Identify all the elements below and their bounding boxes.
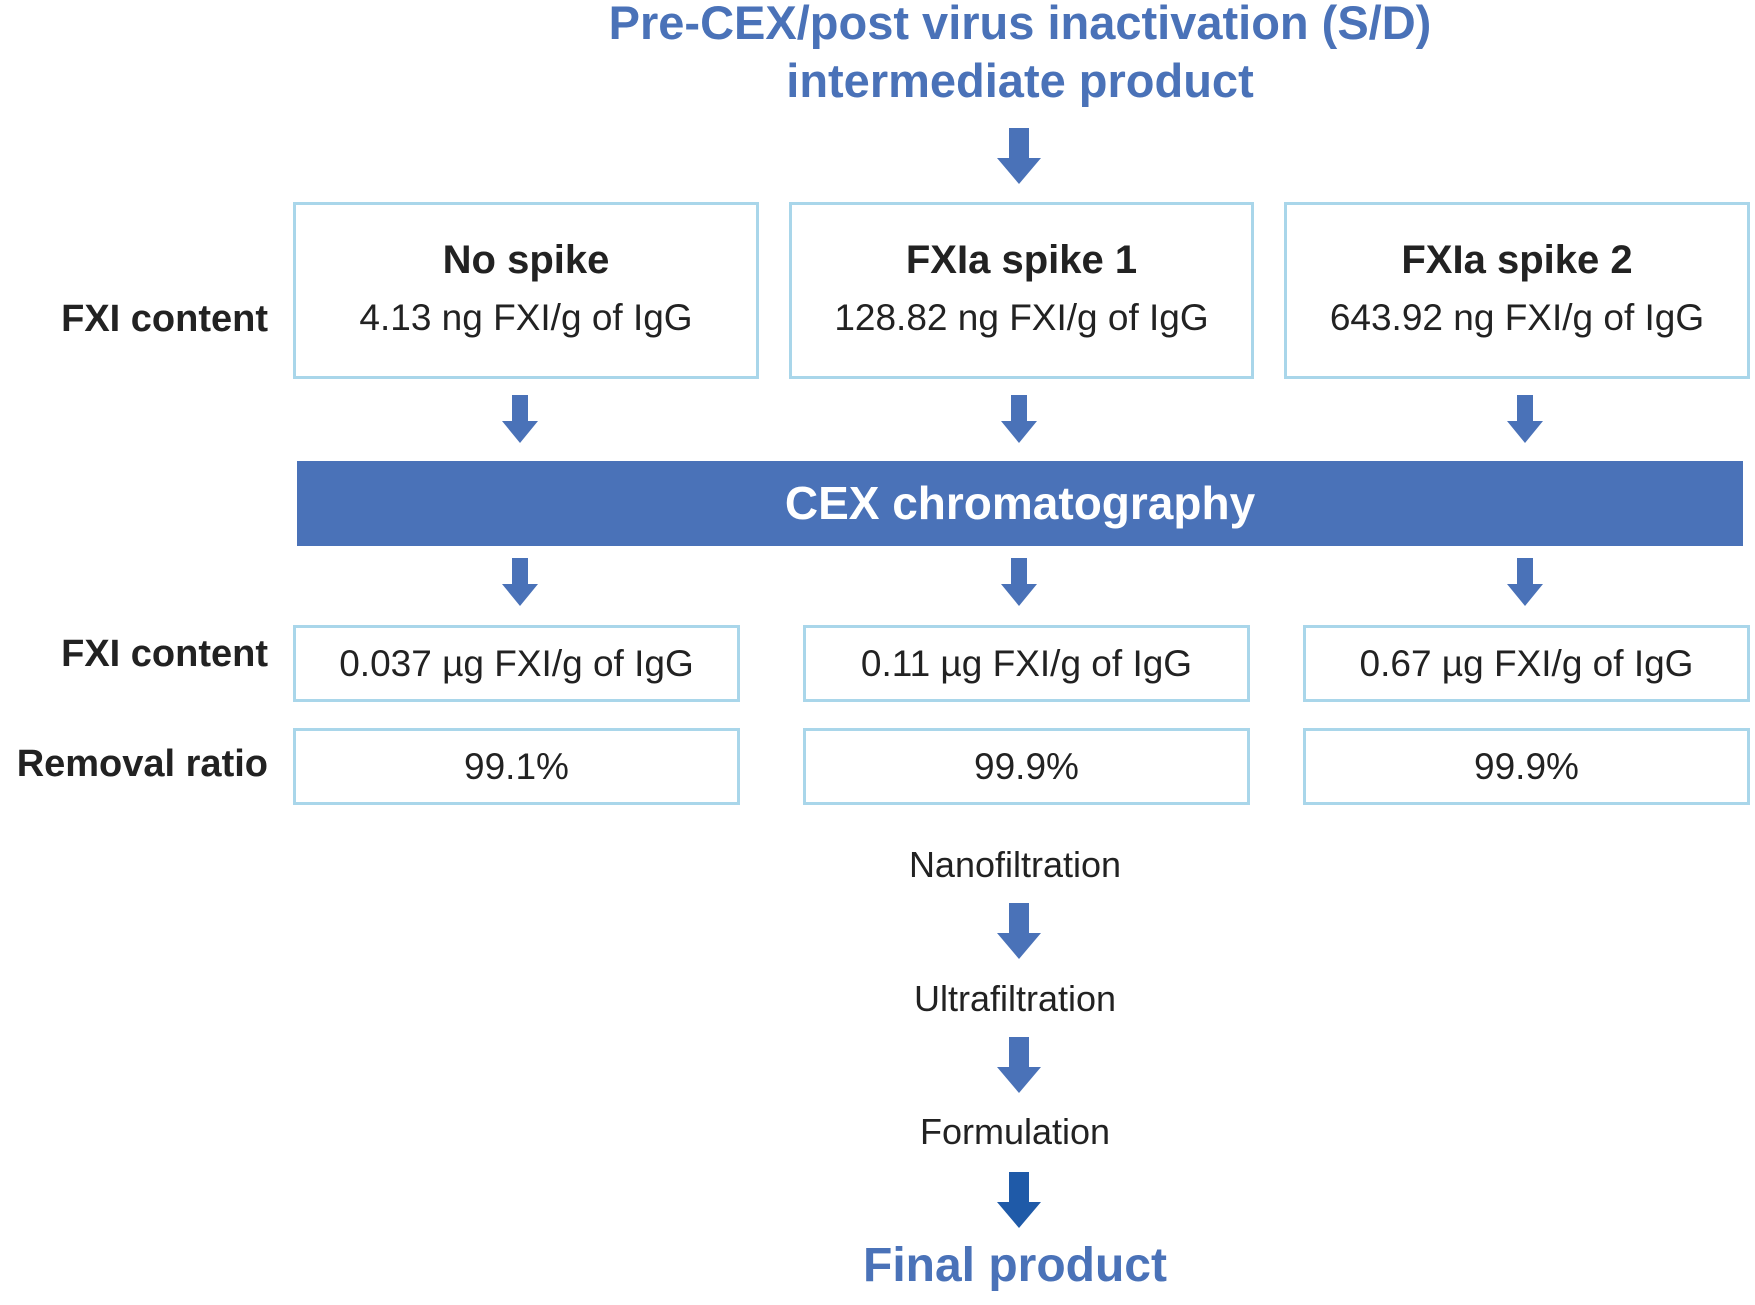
final-product-label: Final product [863, 1239, 1167, 1292]
down-arrow-icon [997, 903, 1041, 959]
removal-ratio-value: 99.1% [464, 746, 569, 787]
result-fxi-value: 0.037 µg FXI/g of IgG [339, 643, 694, 684]
removal-ratio-box: 99.9% [803, 728, 1250, 805]
spike-name: No spike [442, 238, 610, 282]
down-arrow-icon [1507, 558, 1543, 606]
result-fxi-box: 0.037 µg FXI/g of IgG [293, 625, 740, 702]
spike-value: 643.92 ng FXI/g of IgG [1329, 297, 1705, 338]
fxi-content-label-top: FXI content [61, 298, 268, 340]
spike-box-no-spike: No spike 4.13 ng FXI/g of IgG [293, 202, 759, 379]
removal-ratio-box: 99.9% [1303, 728, 1750, 805]
result-fxi-value: 0.11 µg FXI/g of IgG [860, 643, 1193, 684]
removal-ratio-value: 99.9% [1474, 746, 1579, 787]
diagram-title-line1: Pre-CEX/post virus inactivation (S/D) [608, 0, 1432, 49]
spike-name: FXIa spike 1 [905, 238, 1138, 282]
step-formulation: Formulation [919, 1111, 1111, 1152]
result-fxi-box: 0.67 µg FXI/g of IgG [1303, 625, 1750, 702]
removal-ratio-box: 99.1% [293, 728, 740, 805]
down-arrow-icon [1001, 558, 1037, 606]
down-arrow-icon [997, 1172, 1041, 1228]
down-arrow-icon [502, 558, 538, 606]
down-arrow-icon [997, 1037, 1041, 1093]
result-fxi-value: 0.67 µg FXI/g of IgG [1359, 643, 1694, 684]
down-arrow-icon [502, 395, 538, 443]
down-arrow-icon [997, 128, 1041, 184]
spike-value: 4.13 ng FXI/g of IgG [359, 297, 693, 338]
spike-value: 128.82 ng FXI/g of IgG [834, 297, 1209, 338]
fxi-content-label-bottom: FXI content [61, 633, 268, 675]
diagram-title-line2: intermediate product [786, 54, 1254, 107]
down-arrow-icon [1001, 395, 1037, 443]
result-fxi-box: 0.11 µg FXI/g of IgG [803, 625, 1250, 702]
spike-box-fxia-spike-1: FXIa spike 1 128.82 ng FXI/g of IgG [789, 202, 1254, 379]
cex-chromatography-bar: CEX chromatography [297, 461, 1743, 546]
removal-ratio-value: 99.9% [974, 746, 1079, 787]
spike-name: FXIa spike 2 [1401, 238, 1633, 282]
removal-ratio-label: Removal ratio [16, 743, 268, 785]
step-nanofiltration: Nanofiltration [908, 844, 1122, 885]
step-ultrafiltration: Ultrafiltration [913, 978, 1117, 1019]
down-arrow-icon [1507, 395, 1543, 443]
spike-box-fxia-spike-2: FXIa spike 2 643.92 ng FXI/g of IgG [1284, 202, 1750, 379]
